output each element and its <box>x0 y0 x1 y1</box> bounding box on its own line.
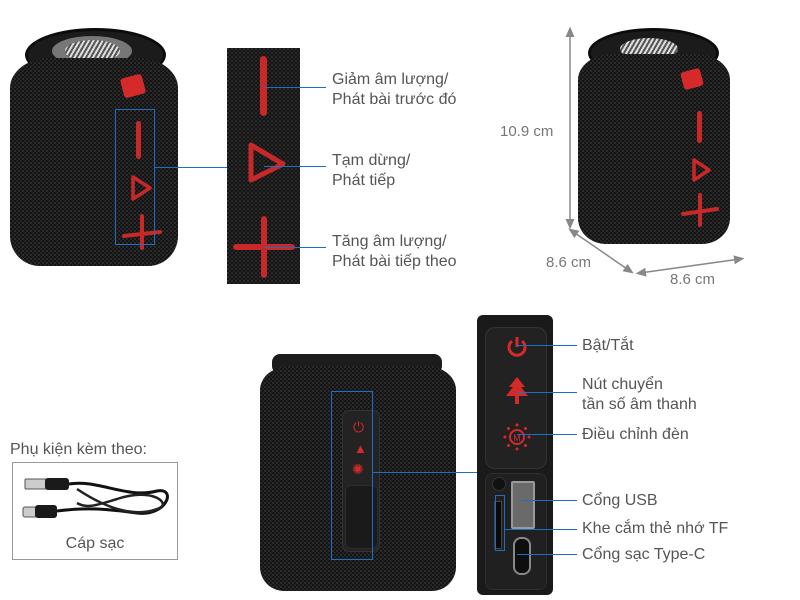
minus-icon <box>260 56 267 116</box>
callout-line-minus <box>264 87 326 88</box>
callout-line-eq <box>517 392 577 393</box>
speaker-dimension-view <box>578 28 738 244</box>
control-panel: ⏻ ▲ ✺ <box>342 410 380 552</box>
callout-line-typec <box>517 554 577 555</box>
callout-line-light <box>517 434 577 435</box>
label-typec: Cổng sạc Type-C <box>582 546 706 563</box>
speaker-back-view: ⏻ ▲ ✺ <box>258 352 470 597</box>
eq-tree-icon: ▲ <box>354 441 367 456</box>
label-tf: Khe cắm thẻ nhớ TF <box>582 520 729 537</box>
dimension-depth: 8.6 cm <box>546 254 592 271</box>
tf-slot-icon <box>494 501 502 549</box>
label-volume-down: Giảm âm lượng/ Phát bài trước đó <box>332 70 456 110</box>
minus-icon <box>697 111 702 143</box>
accessory-item-label: Cáp sạc <box>65 535 125 552</box>
svg-text:M: M <box>513 433 521 443</box>
type-c-port-icon <box>513 537 531 575</box>
label-line: Phát bài tiếp theo <box>332 253 457 270</box>
play-icon <box>692 158 711 182</box>
eq-tree-icon <box>506 377 528 404</box>
dimension-height: 10.9 cm <box>500 123 554 140</box>
label-line: Giảm âm lượng/ <box>332 71 449 88</box>
accessory-box: Cáp sạc <box>12 462 178 560</box>
label-line: tần số âm thanh <box>582 396 697 413</box>
callout-line <box>373 472 477 473</box>
label-line: Tạm dừng/ <box>332 152 411 169</box>
label-line: Tăng âm lượng/ <box>332 233 447 250</box>
play-icon <box>248 142 286 183</box>
callout-line-power <box>517 345 577 346</box>
callout-line <box>155 167 227 168</box>
accessory-title: Phụ kiện kèm theo: <box>10 441 147 458</box>
label-line: Nút chuyển <box>582 376 663 393</box>
speaker-logo-disc <box>65 40 120 62</box>
power-icon <box>507 337 527 357</box>
usb-cable-icon <box>22 478 169 518</box>
minus-icon <box>136 121 141 159</box>
mic-hole <box>492 477 506 491</box>
control-panel-highlight <box>331 391 373 560</box>
dimension-width: 8.6 cm <box>670 271 716 288</box>
light-mode-icon: M <box>503 423 531 451</box>
label-play-pause: Tạm dừng/ Phát tiếp <box>332 151 410 191</box>
power-icon: ⏻ <box>353 419 365 435</box>
callout-line-tf <box>505 529 577 530</box>
light-mode-icon: ✺ <box>352 461 364 477</box>
label-line: Phát tiếp <box>332 172 396 189</box>
dimension-arrows <box>565 26 745 277</box>
label-line: Phát bài trước đó <box>332 91 457 108</box>
tf-slot-highlight <box>495 495 505 551</box>
callout-line-play <box>264 166 326 167</box>
label-usb: Cổng USB <box>582 492 658 509</box>
callout-line-usb <box>522 500 577 501</box>
plus-icon <box>681 193 719 227</box>
control-panel-closeup: M <box>477 315 553 595</box>
label-power: Bật/Tắt <box>582 337 634 354</box>
label-light: Điều chỉnh đèn <box>582 426 689 443</box>
play-icon <box>131 175 152 201</box>
speaker-front-view <box>10 28 178 268</box>
button-highlight-box <box>115 109 155 245</box>
label-volume-up: Tăng âm lượng/ Phát bài tiếp theo <box>332 232 457 272</box>
usb-port-icon <box>511 481 535 529</box>
label-eq: Nút chuyển tần số âm thanh <box>582 375 697 415</box>
callout-line-plus <box>264 247 326 248</box>
